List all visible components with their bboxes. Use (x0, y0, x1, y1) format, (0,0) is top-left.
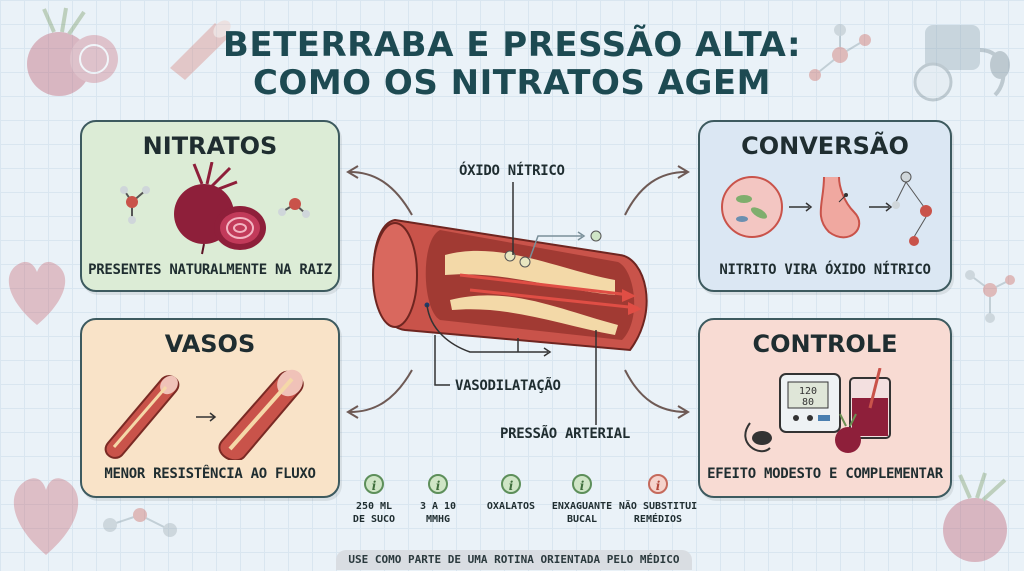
beet-decoration-icon-2 (943, 472, 1007, 562)
blood-pressure-monitor-icon: 120 80 (744, 368, 891, 453)
fact-item: i OXALATOS (471, 474, 551, 513)
card-conversao-caption: NITRITO VIRA ÓXIDO NÍTRICO (719, 262, 931, 278)
card-vasos-caption: MENOR RESISTÊNCIA AO FLUXO (104, 466, 316, 482)
label-oxido-nitrico: ÓXIDO NÍTRICO (459, 163, 565, 179)
vessel-decoration-icon (170, 20, 231, 80)
card-conversao: CONVERSÃO NITRITO VIRA ÓXIDO NÍTRICO (698, 120, 952, 292)
card-controle: CONTROLE 120 80 EFEITO MODESTO E COMPLEM… (698, 318, 952, 498)
blood-pressure-monitor-decoration-icon (913, 25, 1010, 102)
molecule-decoration-icon-2 (965, 270, 1015, 323)
beet-decoration-icon (27, 7, 118, 96)
monitor-reading-systolic: 120 (799, 386, 817, 397)
arrow-to-conversao (624, 171, 687, 216)
card-vasos-title: VASOS (164, 330, 256, 358)
card-conversao-title: CONVERSÃO (741, 132, 909, 160)
heart-decoration-icon-2 (13, 478, 79, 555)
molecule-decoration-icon (809, 24, 871, 81)
info-icon: i (428, 474, 448, 494)
vessel-comparison-icon (104, 369, 304, 460)
card-vasos: VASOS MENOR RESISTÊNCIA AO FLUXO (80, 318, 340, 498)
arrow-to-controle (624, 369, 687, 413)
info-icon: i (572, 474, 592, 494)
blood-vessel-illustration (372, 218, 648, 352)
label-vasodilatacao: VASODILATAÇÃO (455, 378, 561, 394)
page-title: BETERRABA E PRESSÃO ALTA: COMO OS NITRAT… (0, 26, 1024, 102)
title-line-1: BETERRABA E PRESSÃO ALTA: (222, 25, 802, 65)
arrow-to-nitratos (349, 171, 413, 216)
info-icon: i (364, 474, 384, 494)
molecule-decoration-icon-3 (103, 508, 177, 537)
beet-icon (120, 162, 310, 255)
footer-note: USE COMO PARTE DE UMA ROTINA ORIENTADA P… (336, 550, 692, 570)
digestion-icon (721, 171, 932, 246)
card-nitratos-title: NITRATOS (142, 132, 278, 160)
heart-decoration-icon (8, 261, 66, 325)
card-controle-caption: EFEITO MODESTO E COMPLEMENTAR (707, 466, 943, 482)
card-controle-title: CONTROLE (752, 330, 898, 358)
arrow-to-vasos (349, 369, 413, 413)
info-icon: i (501, 474, 521, 494)
card-nitratos-caption: PRESENTES NATURALMENTE NA RAIZ (88, 262, 332, 278)
title-line-2: COMO OS NITRATOS AGEM (252, 63, 771, 103)
monitor-reading-diastolic: 80 (802, 397, 814, 408)
card-nitratos: NITRATOS PRESENTES NATURALMENTE NA RAIZ (80, 120, 340, 292)
warning-info-icon: i (648, 474, 668, 494)
label-pressao-arterial: PRESSÃO ARTERIAL (500, 426, 631, 442)
